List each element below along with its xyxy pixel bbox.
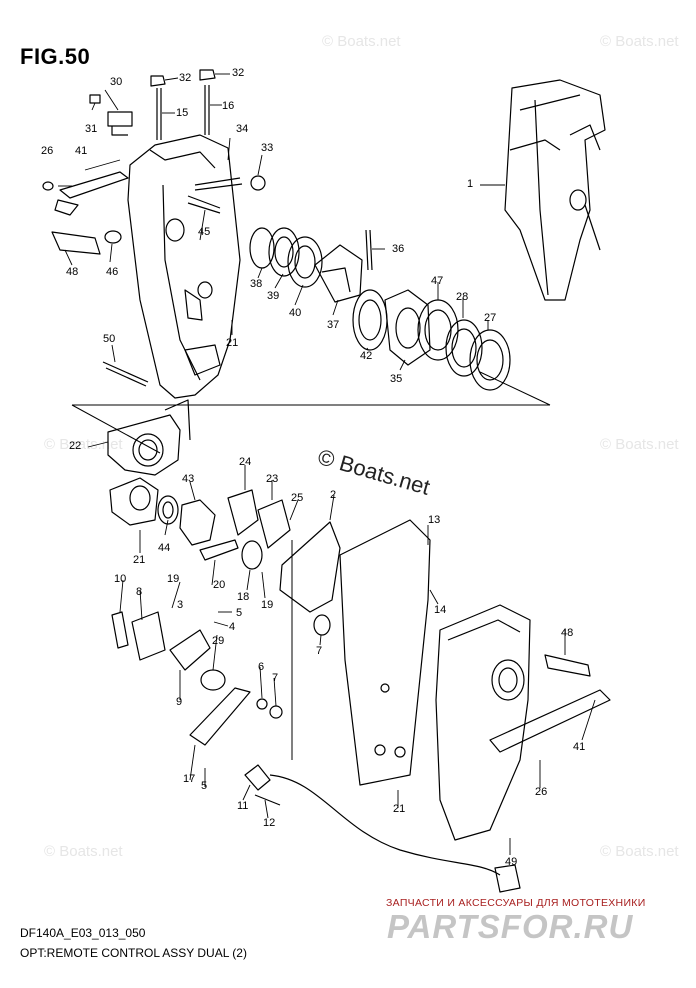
watermark: © Boats.net: [44, 436, 123, 453]
callout-label: 18: [237, 591, 250, 603]
callout-label: 50: [103, 333, 116, 345]
callout-label: 24: [239, 456, 252, 468]
callout-label: 46: [106, 266, 119, 278]
callout-label: 7: [272, 672, 279, 684]
callout-label: 36: [392, 243, 405, 255]
callout-label: 45: [198, 226, 211, 238]
callout-label: 19: [261, 599, 274, 611]
callout-label: 12: [263, 817, 276, 829]
watermark: © Boats.net: [600, 843, 679, 860]
callout-label: 6: [258, 661, 265, 673]
callout-label: 47: [431, 275, 444, 287]
callout-label: 3: [177, 599, 184, 611]
callout-label: 27: [484, 312, 497, 324]
callout-label: 38: [250, 278, 263, 290]
shop-logo: PARTSFOR.RU: [387, 908, 634, 945]
callout-label: 7: [316, 645, 323, 657]
callout-label: 42: [360, 350, 373, 362]
callout-label: 34: [236, 123, 249, 135]
callout-label: 26: [41, 145, 54, 157]
callout-label: 32: [232, 67, 245, 79]
callout-label: 28: [456, 291, 469, 303]
callout-label: 32: [179, 72, 192, 84]
callout-label: 2: [330, 489, 337, 501]
watermark: © Boats.net: [44, 843, 123, 860]
callout-label: 4: [229, 621, 236, 633]
callout-label: 23: [266, 473, 279, 485]
callout-label: 1: [467, 178, 474, 190]
callout-label: 44: [158, 542, 171, 554]
callout-label: 48: [561, 627, 574, 639]
shop-tagline: ЗАПЧАСТИ И АКСЕССУАРЫ ДЛЯ МОТОТЕХНИКИ: [386, 897, 646, 909]
callout-label: 25: [291, 492, 304, 504]
callout-label: 40: [289, 307, 302, 319]
callout-label: 15: [176, 107, 189, 119]
callout-label: 8: [136, 586, 143, 598]
watermark: © Boats.net: [600, 33, 679, 50]
callout-label: 35: [390, 373, 403, 385]
callout-label: 43: [182, 473, 195, 485]
callout-label: 31: [85, 123, 98, 135]
callout-label: 14: [434, 604, 447, 616]
callout-label: 26: [535, 786, 548, 798]
callout-label: 16: [222, 100, 235, 112]
callout-label: 41: [573, 741, 586, 753]
figure-caption: OPT:REMOTE CONTROL ASSY DUAL (2): [20, 946, 247, 960]
callout-label: 41: [75, 145, 88, 157]
callout-label: 29: [212, 635, 225, 647]
callout-label: 11: [237, 800, 249, 812]
callout-label: 21: [226, 337, 239, 349]
callout-label: 10: [114, 573, 127, 585]
callout-label: 5: [201, 780, 208, 792]
callout-label: 20: [213, 579, 226, 591]
callout-label: 49: [505, 856, 518, 868]
callout-label: 19: [167, 573, 180, 585]
figure-title: FIG.50: [20, 44, 91, 69]
callout-label: 33: [261, 142, 274, 154]
callout-label: 48: [66, 266, 79, 278]
callout-label: 37: [327, 319, 340, 331]
callout-label: 9: [176, 696, 183, 708]
watermark: © Boats.net: [600, 436, 679, 453]
callout-label: 21: [133, 554, 146, 566]
callout-label: 21: [393, 803, 406, 815]
callout-label: 17: [183, 773, 196, 785]
figure-code: DF140A_E03_013_050: [20, 926, 146, 940]
callout-label: 39: [267, 290, 280, 302]
callout-label: 30: [110, 76, 123, 88]
callout-label: 13: [428, 514, 441, 526]
watermark: © Boats.net: [322, 33, 401, 50]
callout-label: 5: [236, 607, 243, 619]
callout-label: 22: [69, 440, 82, 452]
